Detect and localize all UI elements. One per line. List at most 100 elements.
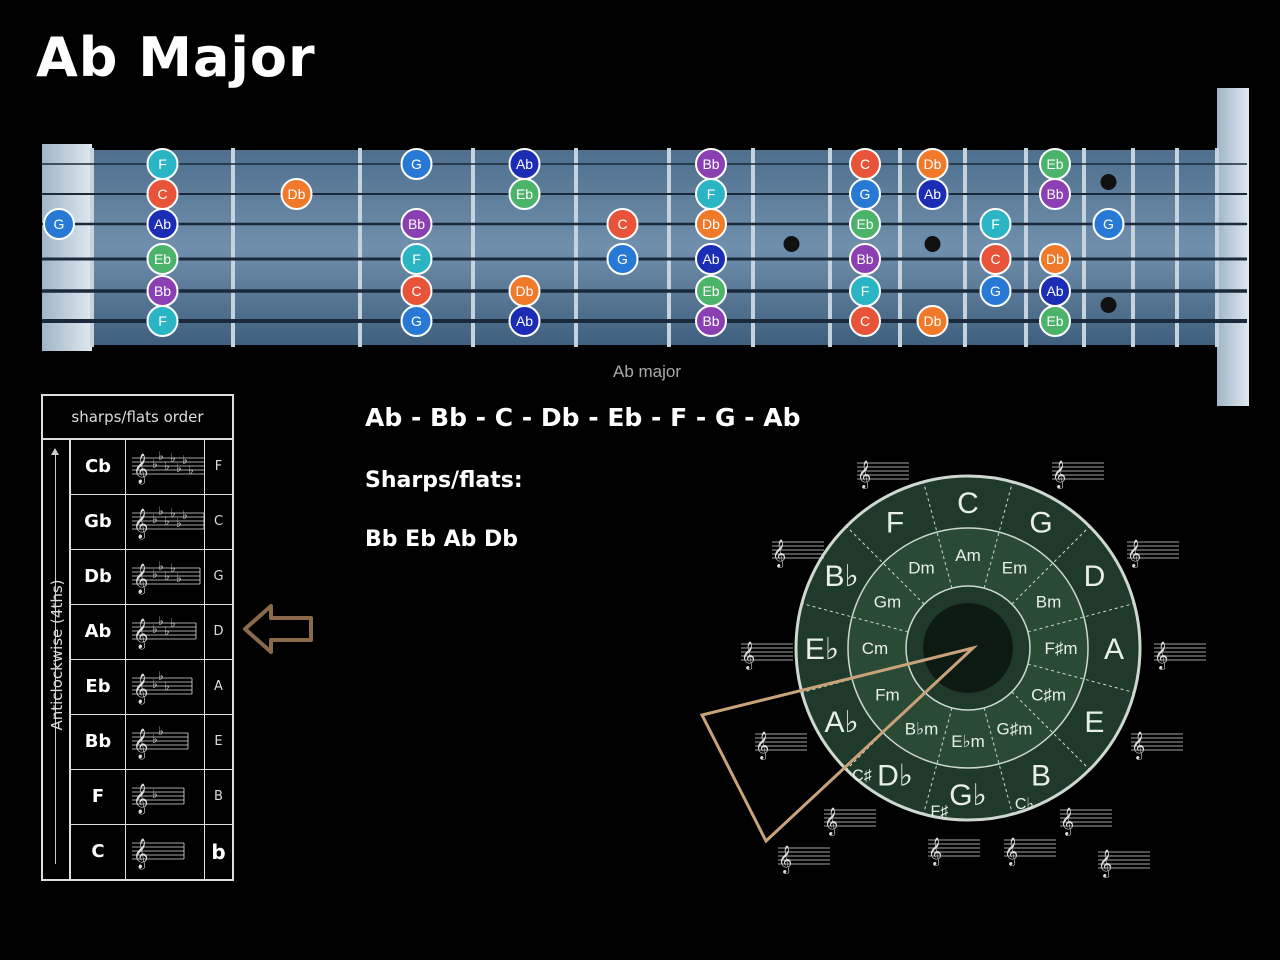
major-key-label: B	[1031, 759, 1051, 792]
svg-text:♭: ♭	[170, 561, 176, 575]
svg-text:♭: ♭	[170, 616, 176, 630]
order-row-relative: E	[214, 734, 223, 749]
note-circle	[146, 305, 179, 337]
note-marker: C	[400, 275, 433, 307]
major-key-label: D	[1084, 560, 1106, 593]
svg-text:𝄞: 𝄞	[133, 563, 148, 595]
order-row-key: Eb	[71, 660, 126, 714]
order-row-key: C	[71, 825, 126, 879]
note-circle	[606, 243, 639, 275]
note-label: Db	[702, 216, 720, 232]
fret-wire	[963, 148, 967, 347]
minor-key-label: Cm	[862, 639, 888, 658]
svg-text:♭: ♭	[176, 571, 182, 585]
svg-text:♭: ♭	[164, 624, 170, 638]
minor-key-label: F♯m	[1044, 639, 1077, 658]
note-circle	[1039, 178, 1071, 210]
svg-text:𝄞: 𝄞	[133, 728, 148, 760]
note-label: Bb	[408, 216, 425, 232]
fret-wire	[231, 148, 235, 347]
key-signature-staff-icon: 𝄞♭♭♭♭♭♭	[126, 495, 205, 549]
note-label: G	[617, 251, 628, 267]
note-label: Eb	[1046, 156, 1063, 172]
fret-wire	[828, 148, 832, 347]
svg-text:♭: ♭	[170, 451, 176, 465]
note-label: Ab	[924, 186, 941, 202]
anticlockwise-arrow-icon	[51, 448, 59, 864]
note-marker: Bb	[1039, 178, 1071, 210]
key-signature-icon: 𝄞	[1060, 807, 1112, 836]
order-row-key: Gb	[71, 495, 126, 549]
note-marker: Db	[916, 305, 949, 337]
fret-wire	[90, 148, 94, 347]
key-signature-icon: 𝄞	[824, 807, 876, 836]
note-marker: F	[979, 208, 1012, 240]
svg-text:♭: ♭	[170, 506, 176, 520]
order-row-eb: Eb𝄞♭♭♭A	[71, 660, 232, 715]
note-marker: Db	[280, 178, 313, 210]
svg-text:𝄞: 𝄞	[1154, 641, 1168, 670]
fretboard-end	[1217, 88, 1249, 406]
major-key-label: C	[957, 487, 979, 520]
segment-divider	[1027, 603, 1135, 633]
svg-text:𝄞: 𝄞	[133, 783, 148, 815]
note-circle	[606, 208, 639, 240]
order-row-key: Ab	[71, 605, 126, 659]
svg-text:♭: ♭	[182, 453, 188, 467]
note-marker: Eb	[1039, 305, 1071, 337]
note-label: Db	[516, 283, 534, 299]
note-marker: Eb	[1039, 148, 1071, 180]
note-label: Db	[1046, 251, 1064, 267]
order-row-db: Db𝄞♭♭♭♭♭G	[71, 550, 232, 605]
note-label: Bb	[1046, 186, 1063, 202]
sharps-flats-value: Bb Eb Ab Db	[365, 527, 519, 552]
note-marker: Bb	[695, 305, 727, 337]
fretboard-nut	[42, 144, 92, 351]
note-marker: Ab	[508, 305, 541, 337]
note-label: G	[990, 283, 1001, 299]
order-row-key: Db	[71, 550, 126, 604]
order-row-relative: B	[214, 789, 223, 804]
fret-wire	[358, 148, 362, 347]
fret-inlay-dot	[783, 236, 800, 252]
note-label: C	[617, 216, 627, 232]
note-circle	[400, 305, 433, 337]
segment-divider	[923, 481, 953, 589]
fretboard-caption: Ab major	[612, 362, 682, 381]
note-circle	[695, 305, 727, 337]
order-row-relative: A	[214, 679, 223, 694]
note-marker: Db	[1039, 243, 1071, 275]
svg-text:𝄞: 𝄞	[1060, 807, 1074, 836]
note-label: C	[990, 251, 1000, 267]
fret-wire	[1131, 148, 1135, 347]
key-signature-staff-icon: 𝄞	[126, 825, 205, 879]
note-label: Ab	[516, 313, 533, 329]
major-key-label: E♭	[805, 633, 839, 666]
svg-text:𝄞: 𝄞	[1127, 539, 1141, 568]
note-marker: C	[606, 208, 639, 240]
note-marker: C	[849, 305, 881, 337]
enharmonic-label: F♯	[930, 803, 948, 820]
svg-text:𝄞: 𝄞	[824, 807, 838, 836]
svg-text:𝄞: 𝄞	[1098, 849, 1112, 878]
note-circle	[400, 243, 433, 275]
fret-wire	[751, 148, 755, 347]
order-row-relative: D	[213, 624, 224, 639]
circle-of-fifths: CGDAEBG♭D♭A♭E♭B♭FAmEmBmF♯mC♯mG♯mE♭mB♭mFm…	[699, 460, 1206, 878]
major-key-label: G♭	[949, 779, 987, 812]
svg-text:♭: ♭	[158, 559, 164, 573]
note-label: G	[411, 156, 422, 172]
note-circle	[508, 305, 541, 337]
svg-text:♭: ♭	[152, 567, 158, 581]
note-circle	[400, 208, 433, 240]
note-circle	[916, 178, 949, 210]
segment-divider	[846, 526, 925, 605]
key-signature-staff-icon: 𝄞♭♭	[126, 715, 205, 769]
segment-divider	[923, 707, 953, 815]
note-circle	[146, 243, 179, 275]
segment-divider	[1027, 663, 1135, 693]
minor-key-label: Am	[955, 546, 981, 565]
note-marker: G	[606, 243, 639, 275]
minor-key-label: Bm	[1036, 593, 1062, 612]
note-marker: Eb	[146, 243, 179, 275]
